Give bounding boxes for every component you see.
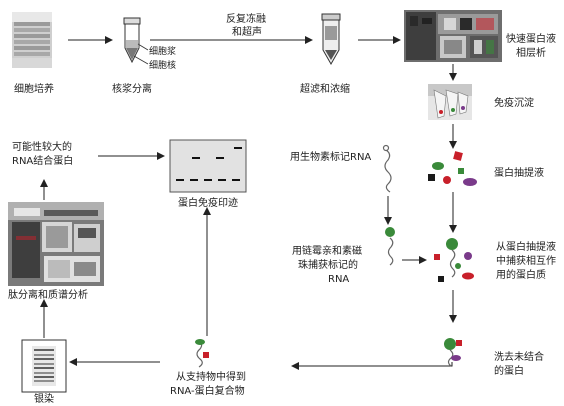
step-ultrafiltration: 超滤和浓缩	[300, 84, 350, 96]
chromatography-instrument-icon	[404, 10, 502, 62]
ip-tubes-icon	[428, 84, 472, 120]
step-nuclear-separation: 核浆分离	[112, 84, 152, 96]
step-protein-extract: 蛋白抽提液	[494, 168, 544, 180]
step-streptavidin-line1: 用链霉亲和素磁	[292, 246, 362, 258]
biotin-rna-icon	[384, 146, 392, 193]
step-streptavidin-line3: RNA	[328, 274, 349, 286]
step-capture-line2: 中捕获相互作	[496, 256, 556, 268]
flow-arrows	[44, 40, 453, 366]
washed-complex-icon	[444, 338, 462, 366]
silver-gel-icon	[22, 340, 66, 392]
step-candidate-line2: RNA结合蛋白	[12, 156, 73, 168]
centrifuge-tube-icon	[124, 18, 148, 64]
arrow-wash-to-elute	[292, 362, 452, 366]
step-streptavidin-line2: 珠捕获标记的	[298, 260, 358, 272]
step-freeze-thaw-line2: 和超声	[232, 27, 262, 39]
step-peptide-ms: 肽分离和质谱分析	[8, 290, 88, 302]
step-silver-stain: 银染	[34, 394, 54, 406]
step-capture-line3: 用的蛋白质	[496, 270, 546, 282]
step-western-blot: 蛋白免疫印迹	[178, 198, 238, 210]
step-capture-line1: 从蛋白抽提液	[496, 242, 556, 254]
step-cell-culture: 细胞培养	[14, 84, 54, 96]
step-elute-line1: 从支持物中得到	[176, 372, 246, 384]
label-cytoplasm: 细胞浆	[149, 46, 176, 58]
bead-rna-icon	[385, 227, 395, 265]
step-wash-line1: 洗去未结合	[494, 352, 544, 364]
western-blot-membrane-icon	[170, 140, 246, 192]
step-fplc-line1: 快速蛋白液	[506, 34, 556, 46]
filter-tube-icon	[322, 14, 340, 64]
label-nucleus: 细胞核	[149, 60, 176, 72]
captured-complex-icon	[434, 238, 474, 282]
step-biotin-label: 用生物素标记RNA	[290, 152, 371, 164]
step-wash-line2: 的蛋白	[494, 366, 524, 378]
culture-dish-icon	[12, 12, 52, 68]
eluted-complex-icon	[195, 339, 209, 367]
step-candidate-line1: 可能性较大的	[12, 142, 72, 154]
step-fplc-line2: 相层析	[516, 48, 546, 60]
protein-mixture-icon	[428, 151, 477, 186]
mass-spectrometer-icon	[8, 202, 104, 286]
step-freeze-thaw-line1: 反复冻融	[226, 14, 266, 26]
step-elute-line2: RNA-蛋白复合物	[170, 386, 245, 398]
step-immunoprecipitation: 免疫沉淀	[494, 98, 534, 110]
